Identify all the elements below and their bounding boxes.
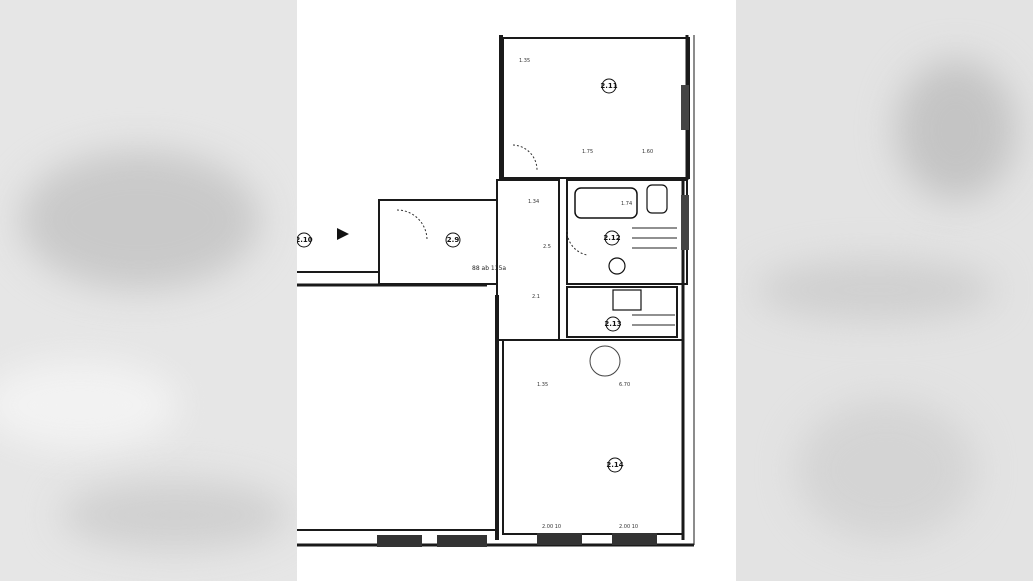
- hall-dimension-b: 2.5: [543, 244, 551, 250]
- floor-plan-drawing: 2.11 2.10 2.9 2.12 2.13 2.14 88 ab 135a …: [297, 35, 695, 547]
- room-tag-hall: 2.9: [447, 236, 460, 244]
- room-outline-main: [502, 339, 684, 535]
- room-outline-kitchen: [566, 286, 678, 338]
- window-label-b: 2.00 10: [619, 524, 638, 530]
- room-outline-bath: [566, 179, 688, 285]
- main-dimension-b: 6.70: [619, 382, 630, 388]
- toilet-fixture: [646, 184, 668, 214]
- stove-fixture: [612, 289, 642, 311]
- entrance-arrow: [337, 228, 349, 240]
- hall-dimension-a: 1.34: [528, 199, 539, 205]
- right-blurred-background: [736, 0, 1033, 581]
- sink-fixture: [608, 257, 626, 275]
- left-blurred-background: [0, 0, 297, 581]
- bathtub-fixture: [574, 187, 638, 219]
- hall-dimension-c: 2.1: [532, 294, 540, 300]
- room-outline-top: [502, 37, 690, 179]
- top-width-a: 1.75: [582, 149, 593, 155]
- main-dimension-a: 1.35: [537, 382, 548, 388]
- window-label-a: 2.00 10: [542, 524, 561, 530]
- table-circle: [589, 345, 621, 377]
- room-tag-top: 2.11: [600, 82, 617, 90]
- top-width-b: 1.60: [642, 149, 653, 155]
- room-tag-bath: 2.12: [603, 234, 620, 242]
- room-tag-kitchen: 2.13: [604, 320, 621, 328]
- hall-height-label: 88 ab 135a: [472, 265, 506, 272]
- bath-dimension: 1.74: [621, 201, 632, 207]
- room-tag-main: 2.14: [606, 461, 623, 469]
- room-tag-entry: 2.10: [297, 236, 313, 244]
- floor-plan-panel: 2.11 2.10 2.9 2.12 2.13 2.14 88 ab 135a …: [297, 0, 736, 581]
- top-room-dimension: 1.35: [519, 58, 530, 64]
